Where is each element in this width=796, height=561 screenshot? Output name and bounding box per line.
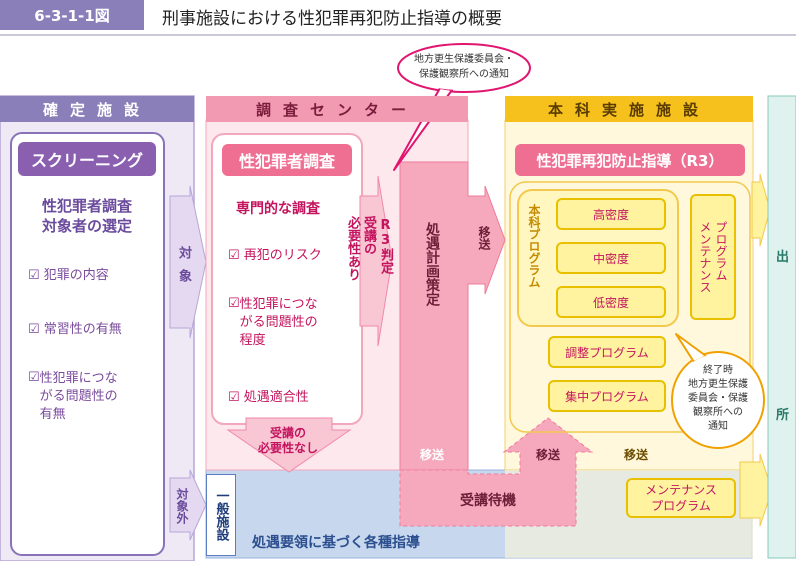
target-arrow [169,185,207,339]
exit-label-top: 出 [776,250,790,265]
low-density: 低密度 [556,286,666,318]
criteria-item: ☑ 性犯罪につな がる問題性の 有無 [28,370,118,422]
survey-box [211,133,363,425]
nontarget-label: 対象外 [175,488,189,524]
plan-arrow [399,161,506,471]
adjust-program: 調整プログラム [548,336,666,368]
selection-title: 性犯罪者調査 対象者の選定 [41,197,132,235]
no-need-label: 受講の 必要性なし [257,426,318,455]
check-icon: ☑ [28,370,40,385]
confirmed-facility-header: 確定施設 [0,96,194,122]
notify-end-text: 終了時 地方更生保護 委員会・保護 観察所への 通知 [688,365,748,432]
intensive-program: 集中プログラム [548,380,666,412]
general-facility-tag: 一般施設 [206,474,236,556]
medium-density: 中密度 [556,242,666,274]
program-maintenance: プログラム メンテナンス [690,194,736,320]
nontarget-arrow [169,469,207,541]
general-guidance: 処遇要領に基づく各種指導 [252,535,420,551]
title-divider [0,34,796,36]
no-need-arrow [226,417,352,473]
check-icon: ☑ [28,268,40,283]
r3-judgment: R3判定 [378,218,393,274]
check-icon: ☑ [28,322,40,337]
check-icon: ☑ [228,390,240,405]
research-center-header: 調査センター [206,96,468,122]
criteria-item: ☑ 犯罪の内容 [28,268,109,283]
exit-arrow-top [751,173,771,247]
survey-item: ☑ 処遇適合性 [228,390,309,405]
exit-arrow-bottom [739,453,773,527]
need-arrow [359,175,393,347]
figure-number: 6-3-1-1図 [0,0,144,30]
survey-item: ☑ 性犯罪につな がる問題性の 程度 [228,296,318,348]
maintenance-program: メンテナンス プログラム [626,478,736,518]
screening-box [10,132,165,556]
program-area [509,181,751,433]
transfer-label-lower-right: 移送 [536,448,561,462]
high-density: 高密度 [556,198,666,230]
exit-label-bottom: 所 [776,408,790,423]
notify-top-text: 地方更生保護委員会・ 保護観察所への通知 [414,54,514,80]
check-icon: ☑ [228,296,240,311]
waiting-label: 受講待機 [460,493,516,509]
transfer-label-maintenance: 移送 [624,448,649,462]
target-label: 対象 [176,246,191,292]
figure-title: 刑事施設における性犯罪再犯防止指導の概要 [162,9,502,29]
exit-column [767,95,796,559]
criteria-item: ☑ 常習性の有無 [28,322,122,337]
transfer-label-upper: 移送 [477,226,491,250]
main-program-label: 本科プログラム [527,204,541,288]
main-facility-header: 本科実施施設 [505,96,753,122]
plan-label: 処遇計画策定 [424,222,440,306]
survey-label: 性犯罪者調査 [222,144,352,176]
screening-label: スクリーニング [18,142,156,176]
waiting-shape [399,417,594,527]
survey-item: ☑ 再犯のリスク [228,248,322,263]
transfer-label-lower-left: 移送 [420,448,445,462]
program-label: 性犯罪再犯防止指導（R3） [515,144,745,176]
need-label: 受講の 必要性あり [345,216,376,281]
check-icon: ☑ [228,248,240,263]
specialized-survey: 専門的な調査 [236,201,320,217]
